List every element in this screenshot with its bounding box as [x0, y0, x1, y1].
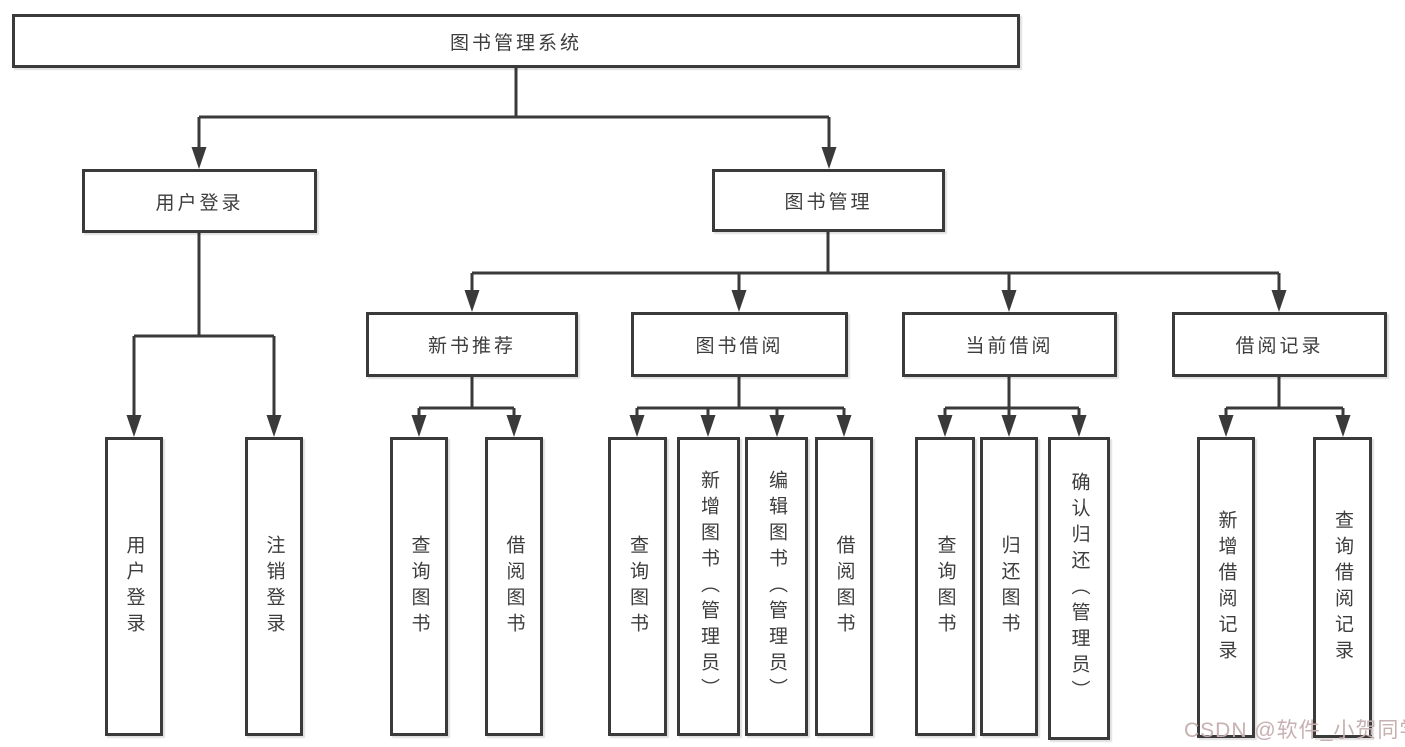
node-book-borrow: 图书借阅 — [631, 312, 848, 377]
node-current-borrow: 当前借阅 — [902, 312, 1117, 377]
leaf-label: 查询借阅记录 — [1332, 509, 1353, 666]
leaf-label: 查询图书 — [934, 534, 956, 639]
leaf-label: 借阅图书 — [503, 534, 525, 639]
leaf-user-login: 用户登录 — [105, 437, 163, 736]
leaf-label: 新增借阅记录 — [1215, 509, 1237, 666]
leaf-label: 查询图书 — [408, 534, 430, 639]
node-new-book-recommend: 新书推荐 — [366, 312, 578, 377]
leaf-label: 注销登录 — [263, 534, 285, 639]
leaf-label: 归还图书 — [998, 534, 1020, 639]
node-borrow-records: 借阅记录 — [1172, 312, 1387, 377]
leaf-return-book: 归还图书 — [980, 437, 1038, 736]
leaf-borrow-books: 借阅图书 — [815, 437, 873, 736]
leaf-confirm-return-admin: 确认归还（管理员） — [1048, 437, 1110, 740]
node-book-management-branch: 图书管理 — [712, 169, 945, 232]
leaf-label: 新增图书（管理员） — [698, 469, 719, 704]
leaf-label: 查询图书 — [627, 534, 648, 639]
node-user-login-branch: 用户登录 — [82, 169, 317, 233]
leaf-edit-book-admin: 编辑图书（管理员） — [745, 437, 808, 736]
leaf-label: 借阅图书 — [833, 534, 855, 639]
leaf-query-borrow-record: 查询借阅记录 — [1313, 437, 1372, 738]
leaf-label: 编辑图书（管理员） — [766, 469, 787, 704]
leaf-label: 确认归还（管理员） — [1068, 471, 1090, 706]
leaf-label: 用户登录 — [123, 534, 145, 639]
leaf-borrow-books-recommend: 借阅图书 — [485, 437, 543, 736]
arrowheads — [126, 147, 1351, 437]
leaf-query-books-recommend: 查询图书 — [390, 437, 448, 736]
leaf-query-books-current: 查询图书 — [915, 437, 975, 736]
csdn-watermark: CSDN @软件_小贺同学 — [1184, 719, 1405, 742]
leaf-add-book-admin: 新增图书（管理员） — [677, 437, 740, 736]
leaf-add-borrow-record: 新增借阅记录 — [1197, 437, 1255, 738]
node-root-library-system: 图书管理系统 — [12, 14, 1020, 68]
leaf-logout: 注销登录 — [245, 437, 303, 736]
leaf-query-books-borrow: 查询图书 — [608, 437, 667, 736]
